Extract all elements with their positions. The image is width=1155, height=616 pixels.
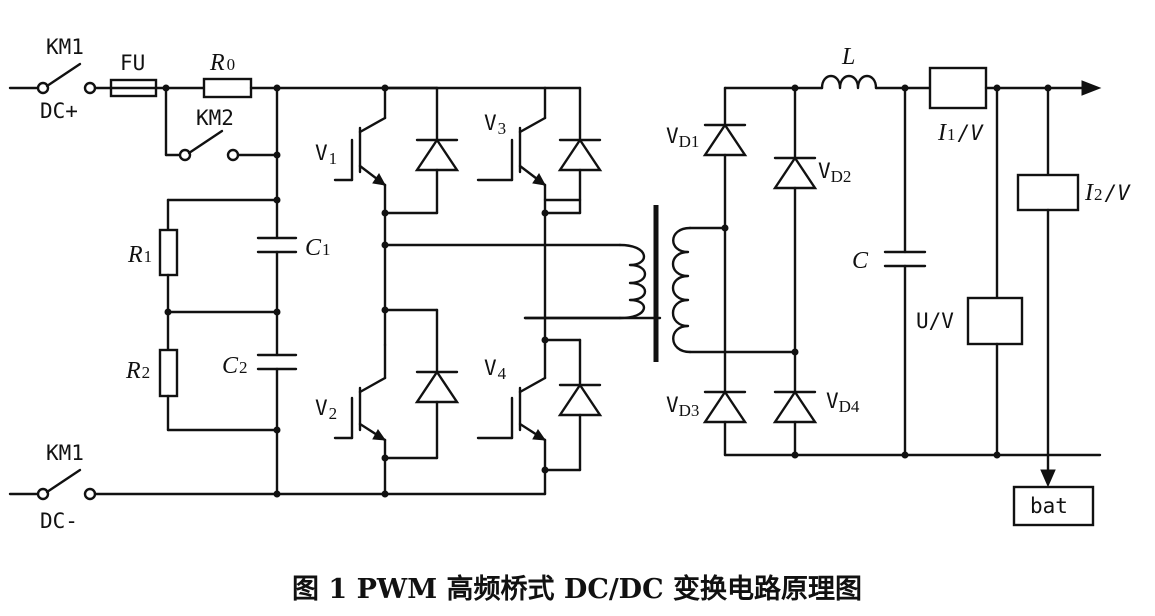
v4-label: V4 xyxy=(484,356,507,383)
r0-main: R xyxy=(209,50,225,76)
v2-label: V2 xyxy=(315,396,337,423)
v3-main: V xyxy=(484,111,497,135)
c1-main: C xyxy=(305,235,322,261)
dc-minus-label: DC- xyxy=(40,509,78,533)
i2-main: I xyxy=(1084,180,1094,206)
i2-subscript: 2 xyxy=(1094,185,1103,204)
igbt-v4 xyxy=(476,343,547,442)
current-sensor-i2 xyxy=(1016,86,1080,488)
r1-label: R1 xyxy=(127,242,152,268)
diode-vd2 xyxy=(772,86,818,354)
output-capacitor-c xyxy=(883,86,927,457)
i1-main: I xyxy=(937,120,947,146)
vd4-label: VD4 xyxy=(826,389,860,416)
input-bottom-rail xyxy=(8,468,547,501)
diode-vd4 xyxy=(772,350,818,457)
capacitor-c-label: C xyxy=(852,248,869,274)
c2-main: C xyxy=(222,353,239,379)
inductor-l-label: L xyxy=(841,44,855,70)
c2-label: C2 xyxy=(222,353,248,379)
i1-subscript: 1 xyxy=(947,125,956,144)
diode-vd1 xyxy=(702,86,748,230)
c1-subscript: 1 xyxy=(322,240,331,259)
r2-main: R xyxy=(125,358,141,384)
r2-subscript: 2 xyxy=(142,363,151,382)
fu-label: FU xyxy=(120,51,145,75)
c1-label: C1 xyxy=(305,235,331,261)
vd2-subscript: D2 xyxy=(831,167,852,186)
km2-bypass-switch xyxy=(164,86,279,162)
km1-bottom-label: KM1 xyxy=(46,441,84,465)
v3-subscript: 3 xyxy=(498,119,507,138)
vd3-label: VD3 xyxy=(666,393,699,420)
igbt-v2 xyxy=(333,343,387,442)
diode-v2-antiparallel xyxy=(414,308,460,460)
r2-label: R2 xyxy=(125,358,150,384)
km2-label: KM2 xyxy=(196,106,234,130)
junction-dots xyxy=(162,84,1052,498)
diode-v1-antiparallel xyxy=(383,86,460,215)
v2-main: V xyxy=(315,396,328,420)
uv-label: U/V xyxy=(916,309,954,333)
v3-label: V3 xyxy=(484,111,506,138)
r1-subscript: 1 xyxy=(144,247,153,266)
transformer-secondary-winding xyxy=(671,226,797,354)
vd4-subscript: D4 xyxy=(839,397,860,416)
diode-v3-antiparallel xyxy=(543,86,603,215)
figure-caption: 图 1 PWM 高频桥式 DC/DC 变换电路原理图 xyxy=(292,573,862,605)
vd3-main: V xyxy=(666,393,679,417)
vd3-subscript: D3 xyxy=(679,401,700,420)
transformer-primary-winding xyxy=(523,243,647,320)
vd2-main: V xyxy=(818,159,831,183)
v1-subscript: 1 xyxy=(329,149,338,168)
v2-subscript: 2 xyxy=(329,404,338,423)
diode-v4-antiparallel xyxy=(557,338,603,472)
igbt-v1 xyxy=(333,116,387,187)
vd1-label: VD1 xyxy=(666,124,699,151)
inductor-l xyxy=(820,74,932,90)
v1-label: V1 xyxy=(315,141,337,168)
c2-subscript: 2 xyxy=(239,358,248,377)
i2-unit: /V xyxy=(1105,181,1132,205)
dc-plus-label: DC+ xyxy=(40,99,78,123)
current-sensor-i1 xyxy=(928,66,1102,110)
v4-main: V xyxy=(484,356,497,380)
balancing-resistors xyxy=(158,198,279,432)
igbt-v3 xyxy=(476,116,547,187)
bridge-leg-right xyxy=(523,86,662,496)
diode-vd3 xyxy=(702,226,748,457)
i1-label: I1/V xyxy=(937,120,984,146)
vd2-label: VD2 xyxy=(818,159,851,186)
vd1-subscript: D1 xyxy=(679,132,700,151)
vd4-main: V xyxy=(826,389,839,413)
v4-subscript: 4 xyxy=(498,364,507,383)
r1-main: R xyxy=(127,242,143,268)
i2-label: I2/V xyxy=(1084,180,1131,206)
battery-box xyxy=(1012,485,1095,527)
vd1-main: V xyxy=(666,124,679,148)
bat-label: bat xyxy=(1030,494,1068,518)
r0-subscript: 0 xyxy=(227,55,236,74)
voltage-sensor-uv xyxy=(966,86,1024,457)
v1-main: V xyxy=(315,141,328,165)
km1-top-label: KM1 xyxy=(46,35,84,59)
i1-unit: /V xyxy=(958,121,985,145)
